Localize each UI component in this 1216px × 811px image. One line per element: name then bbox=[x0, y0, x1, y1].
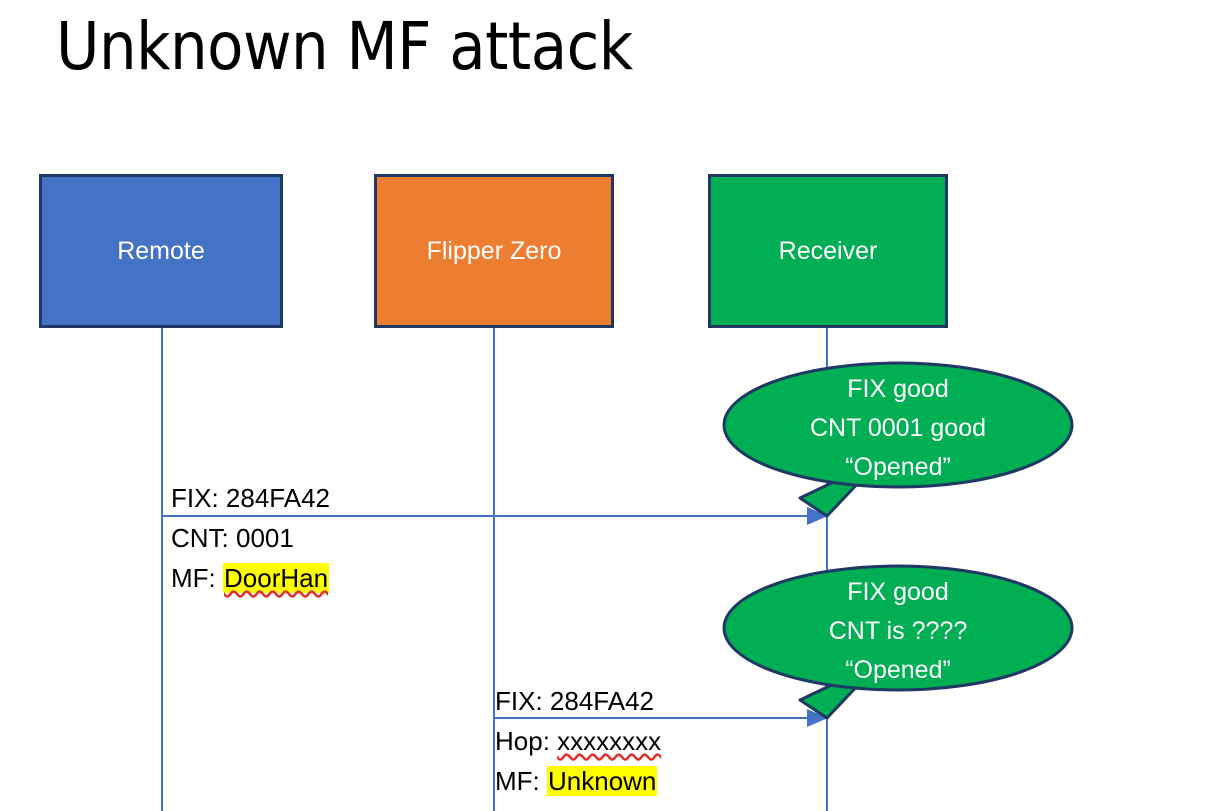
message-1-line-cnt: CNT: 0001 bbox=[171, 518, 294, 558]
message-arrow-1 bbox=[162, 507, 828, 525]
callout-bubble-1 bbox=[722, 361, 1074, 518]
callout-1-line-1: FIX good bbox=[847, 375, 949, 403]
slide-title: Unknown MF attack bbox=[56, 8, 633, 85]
message-2-hop-label: Hop: bbox=[495, 726, 558, 756]
callout-2-line-3: “Opened” bbox=[845, 656, 951, 684]
message-2-mf-label: MF: bbox=[495, 766, 547, 796]
callout-1-line-2: CNT 0001 good bbox=[809, 414, 987, 442]
message-1-fix-value: 284FA42 bbox=[225, 483, 330, 513]
message-2-fix-value: 284FA42 bbox=[549, 686, 654, 716]
message-arrow-2 bbox=[494, 709, 828, 727]
actor-label-receiver: Receiver bbox=[778, 236, 878, 265]
message-1-mf-value: DoorHan bbox=[223, 563, 330, 593]
message-2-mf-value: Unknown bbox=[547, 766, 658, 796]
message-2-line-mf: MF: Unknown bbox=[495, 761, 658, 801]
callout-bubble-2 bbox=[722, 564, 1074, 720]
message-1-mf-label: MF: bbox=[171, 563, 223, 593]
message-1-cnt-value: 0001 bbox=[236, 523, 294, 553]
callout-2-line-2: CNT is ???? bbox=[828, 617, 968, 645]
actor-box-remote[interactable]: Remote bbox=[39, 174, 283, 328]
actor-label-flipper: Flipper Zero bbox=[426, 236, 562, 265]
message-2-line-fix: FIX: 284FA42 bbox=[495, 681, 654, 721]
message-2-line-hop: Hop: xxxxxxxx bbox=[495, 721, 661, 761]
callout-2-line-1: FIX good bbox=[847, 578, 949, 606]
message-2-fix-label: FIX: bbox=[495, 686, 550, 716]
message-2-hop-value: xxxxxxxx bbox=[557, 726, 662, 756]
message-1-line-fix: FIX: 284FA42 bbox=[171, 478, 330, 518]
message-1-cnt-label: CNT: bbox=[171, 523, 236, 553]
actor-label-remote: Remote bbox=[117, 236, 205, 265]
message-1-line-mf: MF: DoorHan bbox=[171, 558, 330, 598]
actor-box-flipper[interactable]: Flipper Zero bbox=[374, 174, 614, 328]
message-1-fix-label: FIX: bbox=[171, 483, 226, 513]
callout-1-line-3: “Opened” bbox=[845, 453, 951, 481]
callout-1-text: FIX good CNT 0001 good “Opened” bbox=[723, 370, 1073, 487]
callout-2-text: FIX good CNT is ???? “Opened” bbox=[723, 573, 1073, 690]
actor-box-receiver[interactable]: Receiver bbox=[708, 174, 948, 328]
